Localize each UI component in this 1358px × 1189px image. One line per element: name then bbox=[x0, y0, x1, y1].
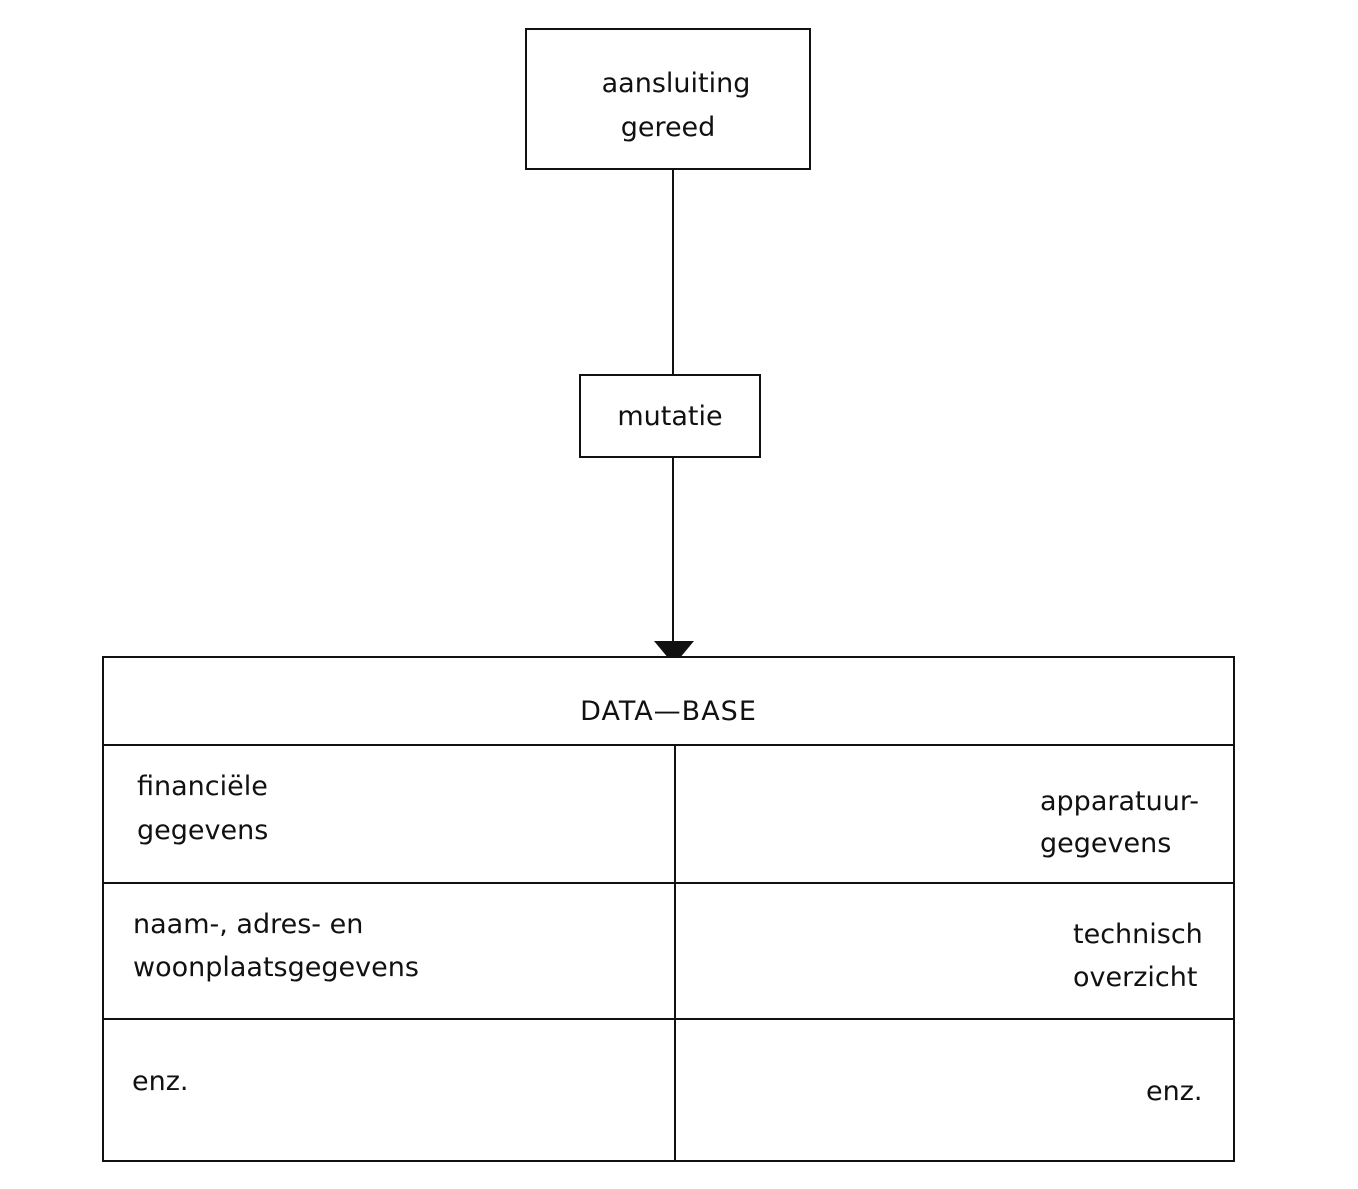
db-cell-apparatuur-line-2: gegevens bbox=[1040, 828, 1172, 859]
connector-top-to-mutatie bbox=[672, 170, 674, 375]
database-column-divider bbox=[674, 744, 676, 1160]
node-mutatie-label: mutatie bbox=[617, 401, 723, 432]
arrowhead-icon bbox=[654, 641, 694, 665]
node-aansluiting-gereed: aansluiting gereed bbox=[525, 28, 811, 170]
database-header-divider bbox=[102, 744, 1235, 746]
node-aansluiting-gereed-label-2: gereed bbox=[620, 112, 716, 143]
database-row-divider-1 bbox=[102, 882, 1235, 884]
node-mutatie: mutatie bbox=[579, 374, 761, 458]
db-cell-enz-left-label: enz. bbox=[132, 1066, 189, 1097]
database-row-divider-2 bbox=[102, 1018, 1235, 1020]
db-cell-naam-adres-line-1: naam-, adres- en bbox=[133, 909, 364, 940]
db-cell-financiele-line-2: gegevens bbox=[137, 815, 269, 846]
database-title: DATA—BASE bbox=[580, 696, 757, 727]
db-cell-financiele-line-1: financiële bbox=[137, 771, 268, 802]
connector-mutatie-to-database bbox=[672, 458, 674, 646]
db-cell-technisch-line-1: technisch bbox=[1073, 919, 1203, 950]
db-cell-naam-adres-line-2: woonplaatsgegevens bbox=[133, 952, 419, 983]
db-cell-apparatuur-line-1: apparatuur- bbox=[1040, 786, 1199, 817]
db-cell-technisch-line-2: overzicht bbox=[1073, 962, 1198, 993]
node-aansluiting-gereed-label-1: aansluiting bbox=[601, 68, 751, 99]
db-cell-enz-right-label: enz. bbox=[1146, 1076, 1203, 1107]
database-table bbox=[102, 656, 1235, 1162]
